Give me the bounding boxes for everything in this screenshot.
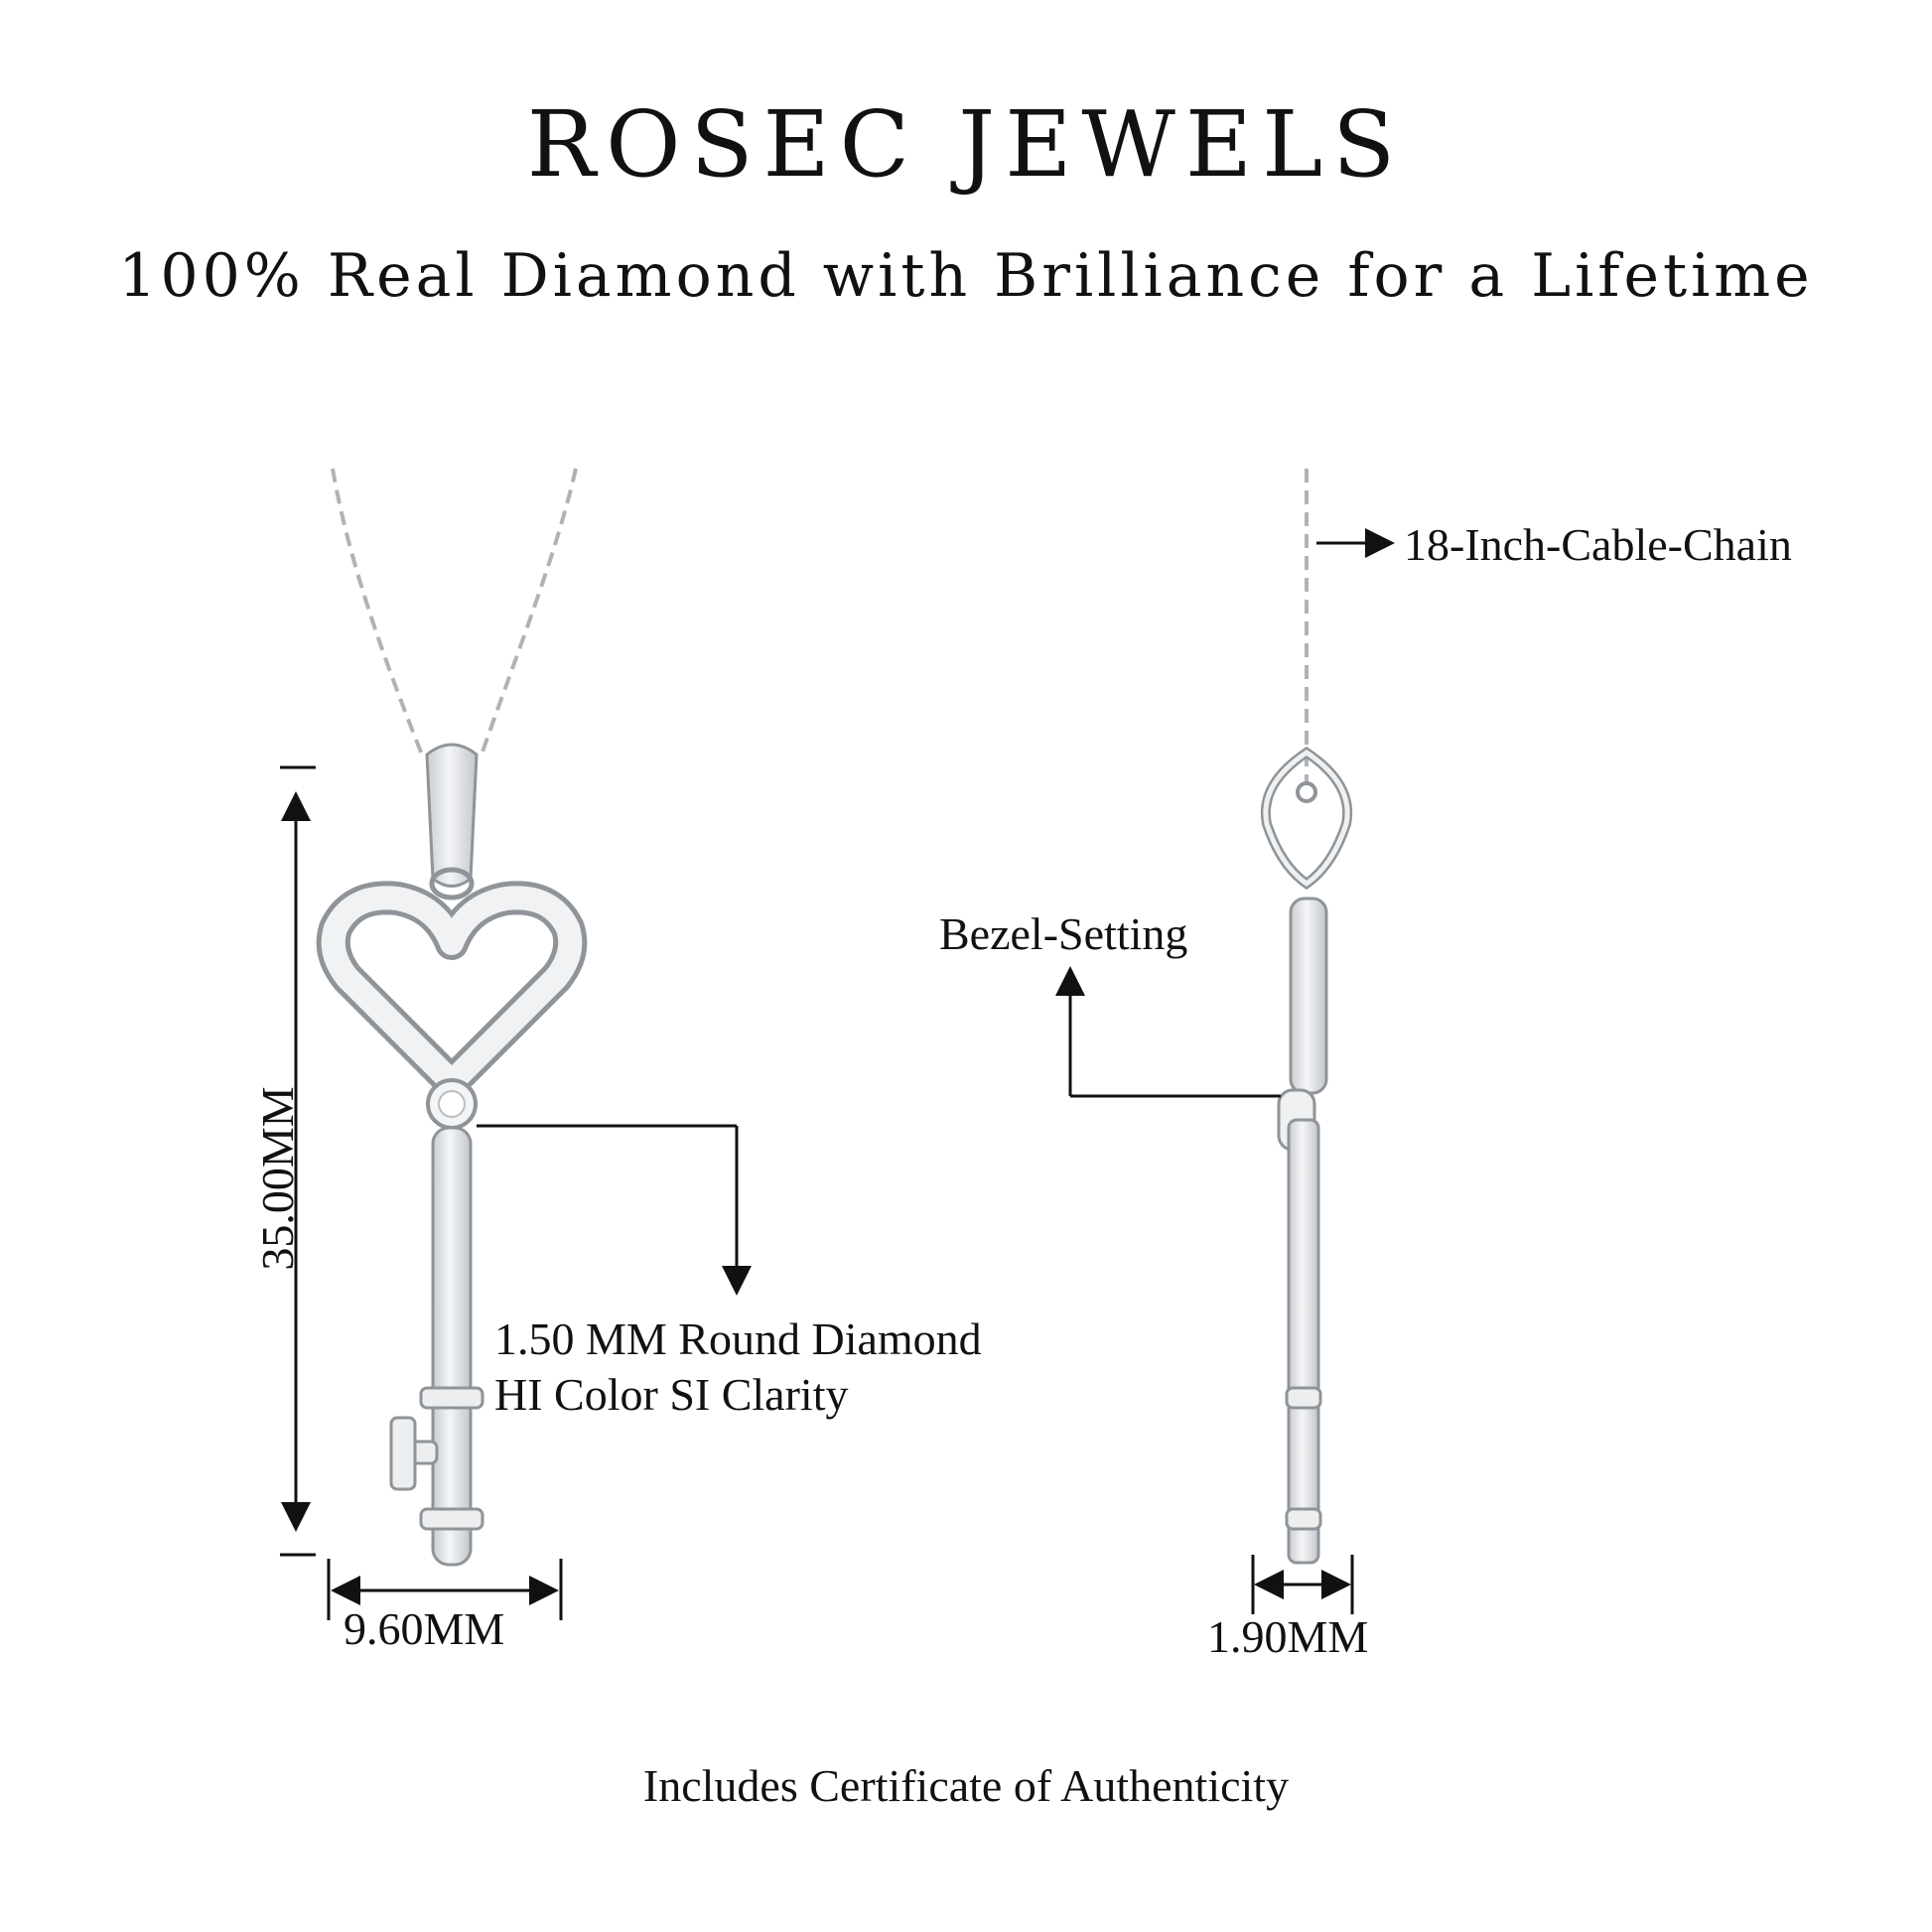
front-bail [425, 743, 479, 900]
front-chain [331, 468, 578, 756]
front-key-shaft [389, 1126, 484, 1567]
side-bail [1260, 746, 1353, 891]
tagline: 100% Real Diamond with Brilliance for a … [118, 241, 1814, 311]
depth-label: 1.90MM [1207, 1611, 1369, 1662]
side-key-body [1277, 897, 1328, 1565]
front-diamond [426, 1078, 478, 1130]
width-dimension [327, 1559, 563, 1620]
bezel-leader [1055, 966, 1281, 1098]
diamond-leader [477, 1124, 752, 1296]
diamond-size-label: 1.50 MM Round Diamond [494, 1313, 982, 1364]
height-dimension [280, 765, 316, 1557]
diamond-quality-label: HI Color SI Clarity [494, 1369, 849, 1420]
setting-label: Bezel-Setting [939, 908, 1188, 959]
certificate-note: Includes Certificate of Authenticity [642, 1760, 1290, 1811]
front-heart [316, 881, 588, 1099]
brand-title: ROSEC JEWELS [526, 91, 1406, 198]
width-label: 9.60MM [344, 1603, 505, 1654]
chain-label: 18-Inch-Cable-Chain [1404, 519, 1792, 570]
height-label: 35.00MM [252, 1086, 303, 1271]
depth-dimension [1251, 1555, 1354, 1614]
